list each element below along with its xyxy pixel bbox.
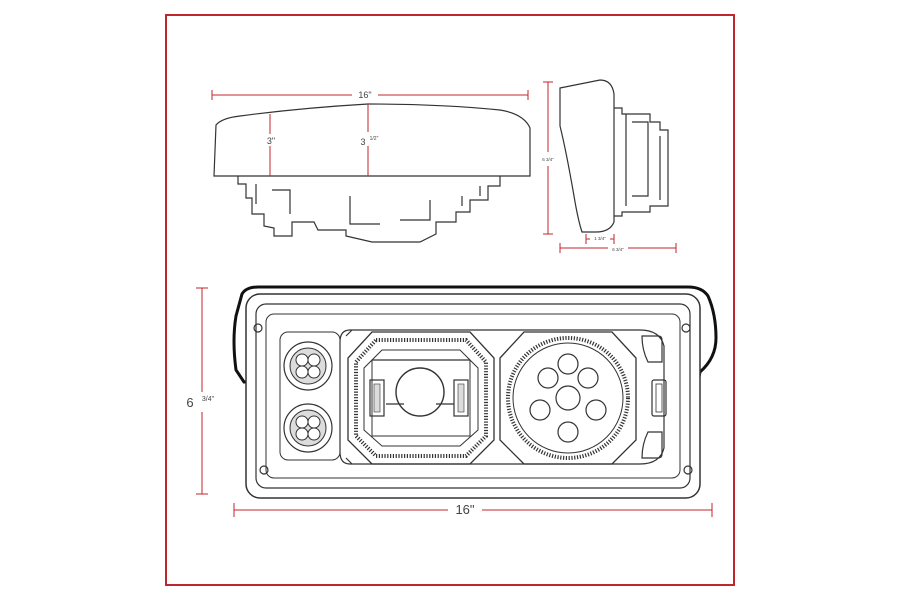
front-view: 6 3/4" 16" (180, 285, 718, 518)
front-height-total-label-bg (180, 392, 222, 412)
side-view-back-detail (625, 114, 661, 206)
upper-marker-led-4 (307, 365, 321, 379)
side-view: 6 3/4" 1 3/4" 6 3/4" (540, 79, 677, 253)
led-reflector-module (499, 331, 637, 465)
projector-octagon-outer (347, 331, 495, 465)
projector-lens (395, 367, 445, 417)
led-center (555, 385, 581, 411)
lower-marker-lamp (283, 403, 333, 453)
top-view-back-body (237, 176, 501, 243)
projector-led-ring (354, 338, 488, 458)
front-height-total-fraction: 3/4" (202, 396, 215, 403)
projector-octagon-inner (363, 349, 479, 447)
lower-marker-led-3 (295, 427, 309, 441)
side-view-lens-body (559, 79, 615, 233)
projector-side-block-right (453, 379, 469, 417)
main-lens-corner-detail (345, 329, 353, 465)
projector-module (347, 331, 495, 465)
lower-marker-led-4 (307, 427, 321, 441)
upper-marker-lamp (283, 341, 333, 391)
side-height-label-bg (540, 152, 556, 166)
front-inner-bezel (255, 303, 691, 489)
led-top-right (577, 367, 599, 389)
upper-marker-ring-inner (289, 347, 327, 385)
upper-marker-ring-outer (283, 341, 333, 391)
led-halo-inner (512, 342, 624, 454)
front-width-label: 16" (455, 502, 474, 517)
lower-marker-ring-outer (283, 403, 333, 453)
side-marker-middle-inner (655, 383, 663, 413)
top-width-label: 16" (358, 90, 371, 100)
side-marker-bottom (641, 431, 663, 459)
mounting-hole-bottom-right (683, 465, 693, 475)
front-gasket-outline (232, 285, 718, 384)
center-height-label-whole: 3 (360, 137, 365, 147)
center-height-label-bg (356, 132, 382, 146)
led-right (585, 399, 607, 421)
projector-side-block-right-inner (457, 383, 465, 413)
mounting-hole-bottom-left (259, 465, 269, 475)
upper-marker-led-3 (295, 365, 309, 379)
center-height-label-fraction: 1/2" (370, 136, 379, 142)
front-outer-bezel (245, 293, 701, 499)
side-marker-top (641, 335, 663, 363)
front-height-label: 3" (267, 136, 275, 146)
front-width-label-bg (448, 500, 482, 518)
led-top (557, 353, 579, 375)
lower-marker-led-1 (295, 415, 309, 429)
top-view-back-detail (255, 184, 481, 225)
side-height-label: 6 3/4" (542, 157, 554, 162)
led-top-left (537, 367, 559, 389)
front-height-total-whole: 6 (186, 395, 193, 410)
diagram-frame (165, 14, 735, 586)
lower-marker-led-2 (307, 415, 321, 429)
side-depth-total-label-bg (608, 244, 628, 253)
front-height-label-bg (264, 134, 278, 146)
led-octagon-outer (499, 331, 637, 465)
led-halo-ring (506, 336, 630, 460)
top-width-label-bg (352, 88, 378, 100)
mounting-hole-top-left (253, 323, 263, 333)
side-view-back-housing (614, 107, 669, 217)
top-view: 16" 3" 3 1/2" (211, 88, 531, 243)
front-lens-frame (265, 313, 681, 479)
side-depth-total-label: 6 3/4" (612, 247, 624, 252)
side-depth-small-label: 1 3/4" (594, 236, 606, 241)
projector-side-block-left-inner (373, 383, 381, 413)
mounting-hole-top-right (681, 323, 691, 333)
side-depth-small-label-bg (590, 233, 610, 241)
upper-marker-led-1 (295, 353, 309, 367)
lower-marker-ring-inner (289, 409, 327, 447)
main-lens-outline (339, 329, 665, 465)
upper-marker-led-2 (307, 353, 321, 367)
led-bottom (557, 421, 579, 443)
led-left (529, 399, 551, 421)
projector-side-block-left (369, 379, 385, 417)
side-marker-middle (651, 379, 667, 417)
